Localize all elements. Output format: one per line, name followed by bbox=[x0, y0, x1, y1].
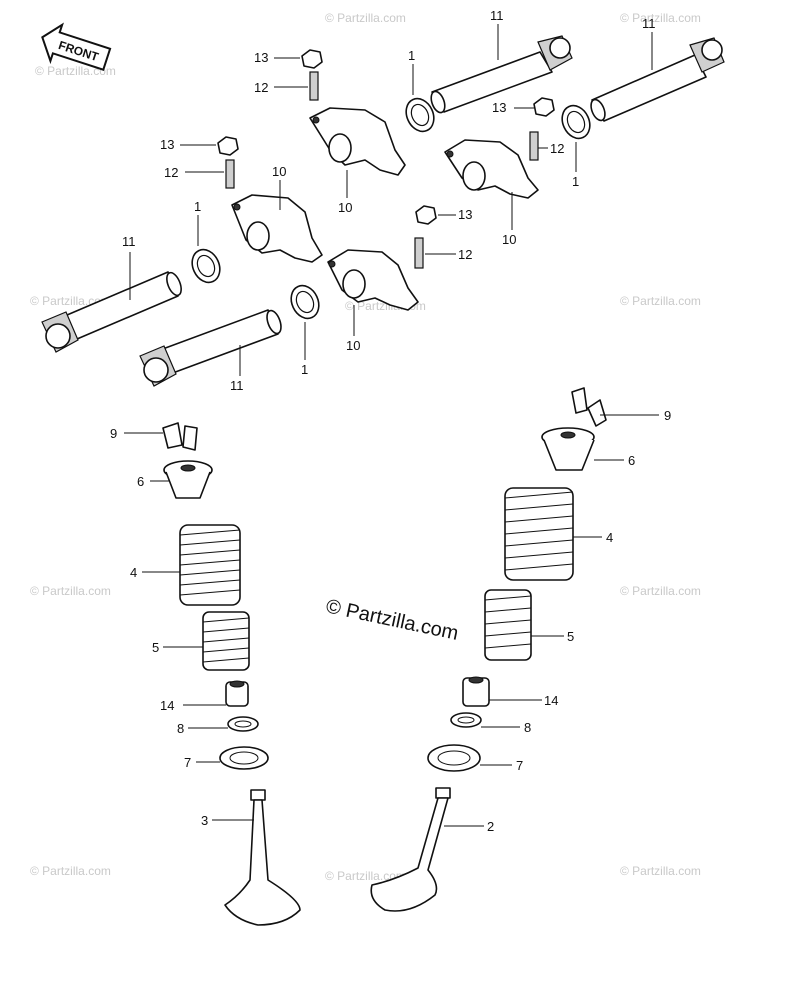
watermark-tile: © Partzilla.com bbox=[620, 294, 701, 308]
adjust-screw-12c bbox=[529, 131, 539, 161]
callout-11: 11 bbox=[122, 234, 136, 249]
spring-seat-inner-left bbox=[227, 716, 259, 732]
spring-retainer-right bbox=[541, 427, 595, 471]
washer-1c bbox=[191, 248, 221, 284]
callout-1: 1 bbox=[301, 362, 308, 377]
callout-1: 1 bbox=[572, 174, 579, 189]
rocker-shaft-top-right bbox=[590, 37, 725, 122]
callout-9: 9 bbox=[110, 426, 117, 441]
spring-seat-inner-right bbox=[450, 712, 482, 728]
spring-seat-outer-left bbox=[219, 746, 269, 770]
callout-6: 6 bbox=[628, 453, 635, 468]
lock-nut-13c bbox=[533, 97, 555, 117]
adjust-screw-12a bbox=[309, 71, 319, 101]
spring-retainer-left bbox=[163, 460, 213, 499]
lock-nut-13b bbox=[217, 136, 239, 156]
rocker-shaft-top-left bbox=[430, 35, 573, 114]
valve-keeper-right bbox=[571, 387, 607, 427]
callout-1: 1 bbox=[408, 48, 415, 63]
watermark-tile: © Partzilla.com bbox=[30, 584, 111, 598]
watermark-tile: © Partzilla.com bbox=[325, 11, 406, 25]
callout-12: 12 bbox=[550, 141, 564, 156]
watermark-tile: © Partzilla.com bbox=[620, 864, 701, 878]
callout-4: 4 bbox=[606, 530, 613, 545]
callout-13: 13 bbox=[160, 137, 174, 152]
callout-5: 5 bbox=[567, 629, 574, 644]
adjust-screw-12d bbox=[414, 237, 424, 269]
valve-seal-right bbox=[462, 676, 490, 707]
rocker-arm-left bbox=[231, 194, 323, 263]
callout-10: 10 bbox=[346, 338, 360, 353]
adjust-screw-12b bbox=[225, 159, 235, 189]
callout-9: 9 bbox=[664, 408, 671, 423]
outer-spring-right bbox=[504, 487, 574, 581]
valve-keeper-left bbox=[162, 422, 198, 451]
lock-nut-13a bbox=[301, 49, 323, 69]
exhaust-valve-left bbox=[224, 789, 301, 926]
rocker-arm-top-center bbox=[309, 107, 406, 176]
rocker-shaft-left-lower bbox=[139, 309, 282, 387]
callout-13: 13 bbox=[458, 207, 472, 222]
callout-13: 13 bbox=[492, 100, 506, 115]
callout-1: 1 bbox=[194, 199, 201, 214]
callout-14: 14 bbox=[544, 693, 558, 708]
callout-14: 14 bbox=[160, 698, 174, 713]
callout-7: 7 bbox=[516, 758, 523, 773]
callout-6: 6 bbox=[137, 474, 144, 489]
rocker-arm-center bbox=[327, 249, 419, 311]
watermark-tile: © Partzilla.com bbox=[325, 869, 406, 883]
valve-seal-left bbox=[225, 680, 249, 707]
inner-spring-right bbox=[484, 589, 532, 661]
watermark-tile: © Partzilla.com bbox=[30, 864, 111, 878]
callout-10: 10 bbox=[338, 200, 352, 215]
washer-1b bbox=[561, 104, 591, 140]
leader-lines bbox=[124, 24, 659, 827]
callout-10: 10 bbox=[502, 232, 516, 247]
center-watermark: © Partzilla.com bbox=[324, 595, 460, 645]
inner-spring-left bbox=[202, 611, 250, 671]
callout-8: 8 bbox=[177, 721, 184, 736]
washer-1a bbox=[405, 97, 435, 133]
callout-11: 11 bbox=[490, 8, 504, 23]
watermark-tiles: © Partzilla.com © Partzilla.com © Partzi… bbox=[30, 11, 701, 883]
outer-spring-left bbox=[179, 524, 241, 606]
callout-11: 11 bbox=[230, 378, 244, 393]
washer-1d bbox=[290, 284, 320, 320]
spring-seat-outer-right bbox=[427, 744, 481, 772]
rocker-arm-top-right bbox=[444, 139, 539, 199]
callout-2: 2 bbox=[487, 819, 494, 834]
callout-3: 3 bbox=[201, 813, 208, 828]
callout-10: 10 bbox=[272, 164, 286, 179]
callout-12: 12 bbox=[164, 165, 178, 180]
callout-5: 5 bbox=[152, 640, 159, 655]
callout-4: 4 bbox=[130, 565, 137, 580]
rocker-shaft-left-upper bbox=[41, 271, 182, 353]
watermark-tile: © Partzilla.com bbox=[620, 11, 701, 25]
callout-13: 13 bbox=[254, 50, 268, 65]
callout-12: 12 bbox=[458, 247, 472, 262]
intake-valve-right bbox=[370, 787, 451, 912]
callout-7: 7 bbox=[184, 755, 191, 770]
watermark-tile: © Partzilla.com bbox=[620, 584, 701, 598]
callout-8: 8 bbox=[524, 720, 531, 735]
callout-labels: 11 11 1 13 12 13 12 1 13 12 10 10 10 13 … bbox=[110, 8, 671, 834]
lock-nut-13d bbox=[415, 205, 437, 225]
callout-11: 11 bbox=[642, 16, 656, 31]
callout-12: 12 bbox=[254, 80, 268, 95]
